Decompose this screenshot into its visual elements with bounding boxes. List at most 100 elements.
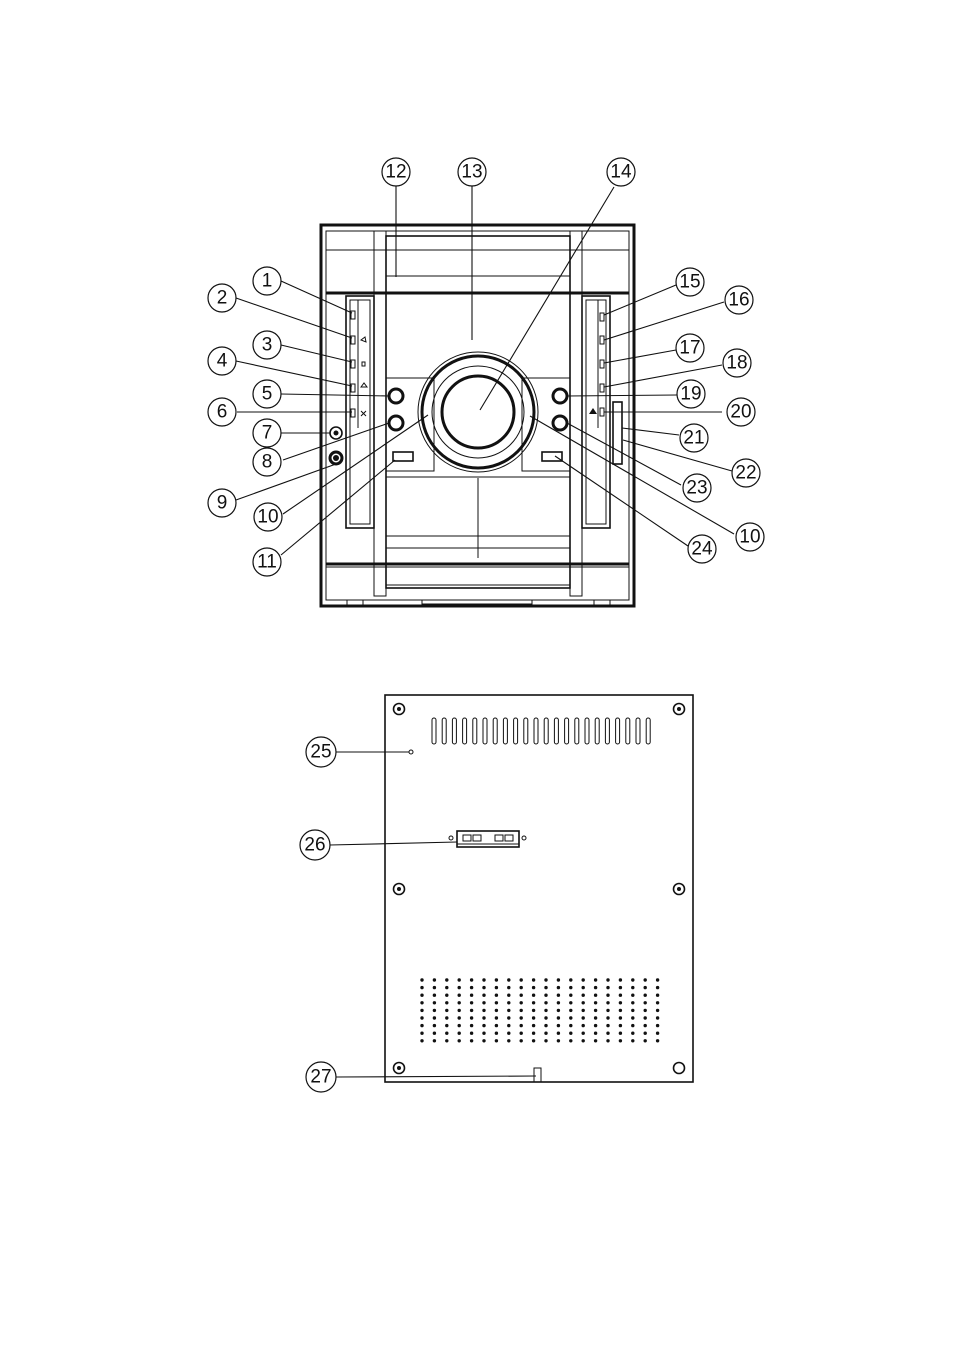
knob-left-lower [387, 414, 405, 432]
callout-4: 4 [207, 346, 237, 376]
vent-slot [441, 717, 447, 745]
grille-hole [519, 1016, 523, 1020]
grille-hole [631, 1023, 635, 1028]
grille-hole [420, 1001, 424, 1005]
callout-label: 16 [728, 290, 749, 311]
vent-slot [594, 717, 600, 745]
callout-label: 13 [461, 162, 482, 183]
grille-hole [432, 978, 437, 982]
grille-hole [618, 978, 623, 982]
callout-3: 3 [252, 330, 282, 360]
grille-hole [519, 1023, 523, 1028]
grille-hole [531, 1031, 536, 1035]
grille-hole [494, 1016, 499, 1020]
grille-hole [457, 1023, 461, 1028]
grille-hole [469, 985, 474, 990]
grille-hole [519, 1039, 523, 1043]
grille-hole [507, 1016, 511, 1020]
callout-label: 20 [730, 402, 751, 423]
callout-label: 21 [683, 428, 704, 449]
vent-slot [615, 717, 621, 745]
callout-label: 17 [679, 338, 700, 359]
grille-hole [482, 1016, 486, 1020]
grille-hole [581, 1039, 585, 1043]
callout-label: 10 [257, 507, 278, 528]
grille-hole [618, 1016, 623, 1020]
grille-hole [494, 978, 499, 982]
grille-hole [507, 1039, 511, 1043]
grille-hole [606, 1031, 610, 1035]
grille-hole [631, 1016, 635, 1020]
callout-13: 13 [457, 157, 487, 187]
grille-hole [457, 993, 461, 997]
grille-hole [445, 1039, 449, 1043]
grille-hole [544, 1001, 548, 1005]
vent-slot [523, 717, 529, 745]
callout-23: 23 [682, 473, 712, 503]
grille-hole [494, 1039, 499, 1043]
grille-hole [569, 1001, 573, 1005]
volume-knob [440, 374, 516, 450]
callout-label: 25 [310, 742, 331, 763]
callout-18: 18 [722, 348, 752, 378]
callout-2: 2 [207, 283, 237, 313]
vent-slot [502, 717, 508, 745]
grille-hole [556, 985, 561, 990]
grille-hole [581, 1016, 585, 1020]
grille-hole [606, 1001, 610, 1005]
grille-hole [457, 1039, 461, 1043]
button-18 [599, 383, 605, 393]
grille-hole [457, 1016, 461, 1020]
grille-hole [482, 1031, 486, 1035]
grille-hole [420, 1031, 424, 1035]
grille-hole [519, 993, 523, 997]
grille-hole [556, 993, 561, 997]
grille-hole [432, 993, 437, 997]
vent-slot [533, 717, 539, 745]
cabinet-outline [319, 223, 636, 608]
vent-slot [543, 717, 549, 745]
grille-hole [606, 1023, 610, 1028]
callout-label: 27 [310, 1067, 331, 1088]
grille-hole [643, 978, 647, 982]
grille-hole [643, 1001, 647, 1005]
grille-hole [569, 985, 573, 990]
callout-7: 7 [252, 418, 282, 448]
grille-hole [655, 1008, 660, 1013]
grille-hole [556, 978, 561, 982]
grille-hole [531, 1016, 536, 1020]
grille-hole [569, 1016, 573, 1020]
grille-hole [519, 978, 523, 982]
grille-hole [655, 993, 660, 997]
grille-hole [469, 993, 474, 997]
grille-hole [593, 993, 598, 997]
grille-hole [469, 1016, 474, 1020]
grille-hole [494, 1001, 499, 1005]
grille-hole [618, 993, 623, 997]
grille-hole [432, 1008, 437, 1013]
callout-12: 12 [381, 157, 411, 187]
grille-hole [569, 1008, 573, 1013]
knob-left-upper [387, 387, 405, 405]
speaker-terminal-block [456, 830, 520, 848]
grille-hole [643, 1023, 647, 1028]
vent-slot [431, 717, 437, 745]
grille-hole [445, 985, 449, 990]
grille-hole [482, 1039, 486, 1043]
grille-hole [482, 978, 486, 982]
speaker-grille [420, 978, 660, 1043]
grille-hole [445, 1001, 449, 1005]
grille-hole [643, 1031, 647, 1035]
grille-hole [593, 1031, 598, 1035]
grille-hole [544, 1023, 548, 1028]
grille-hole [469, 1001, 474, 1005]
vent-slot [492, 717, 498, 745]
callout-label: 5 [262, 384, 273, 405]
grille-hole [643, 1016, 647, 1020]
grille-hole [482, 1023, 486, 1028]
grille-hole [457, 1031, 461, 1035]
grille-hole [544, 1016, 548, 1020]
grille-hole [581, 1031, 585, 1035]
knob-right-lower [551, 414, 569, 432]
